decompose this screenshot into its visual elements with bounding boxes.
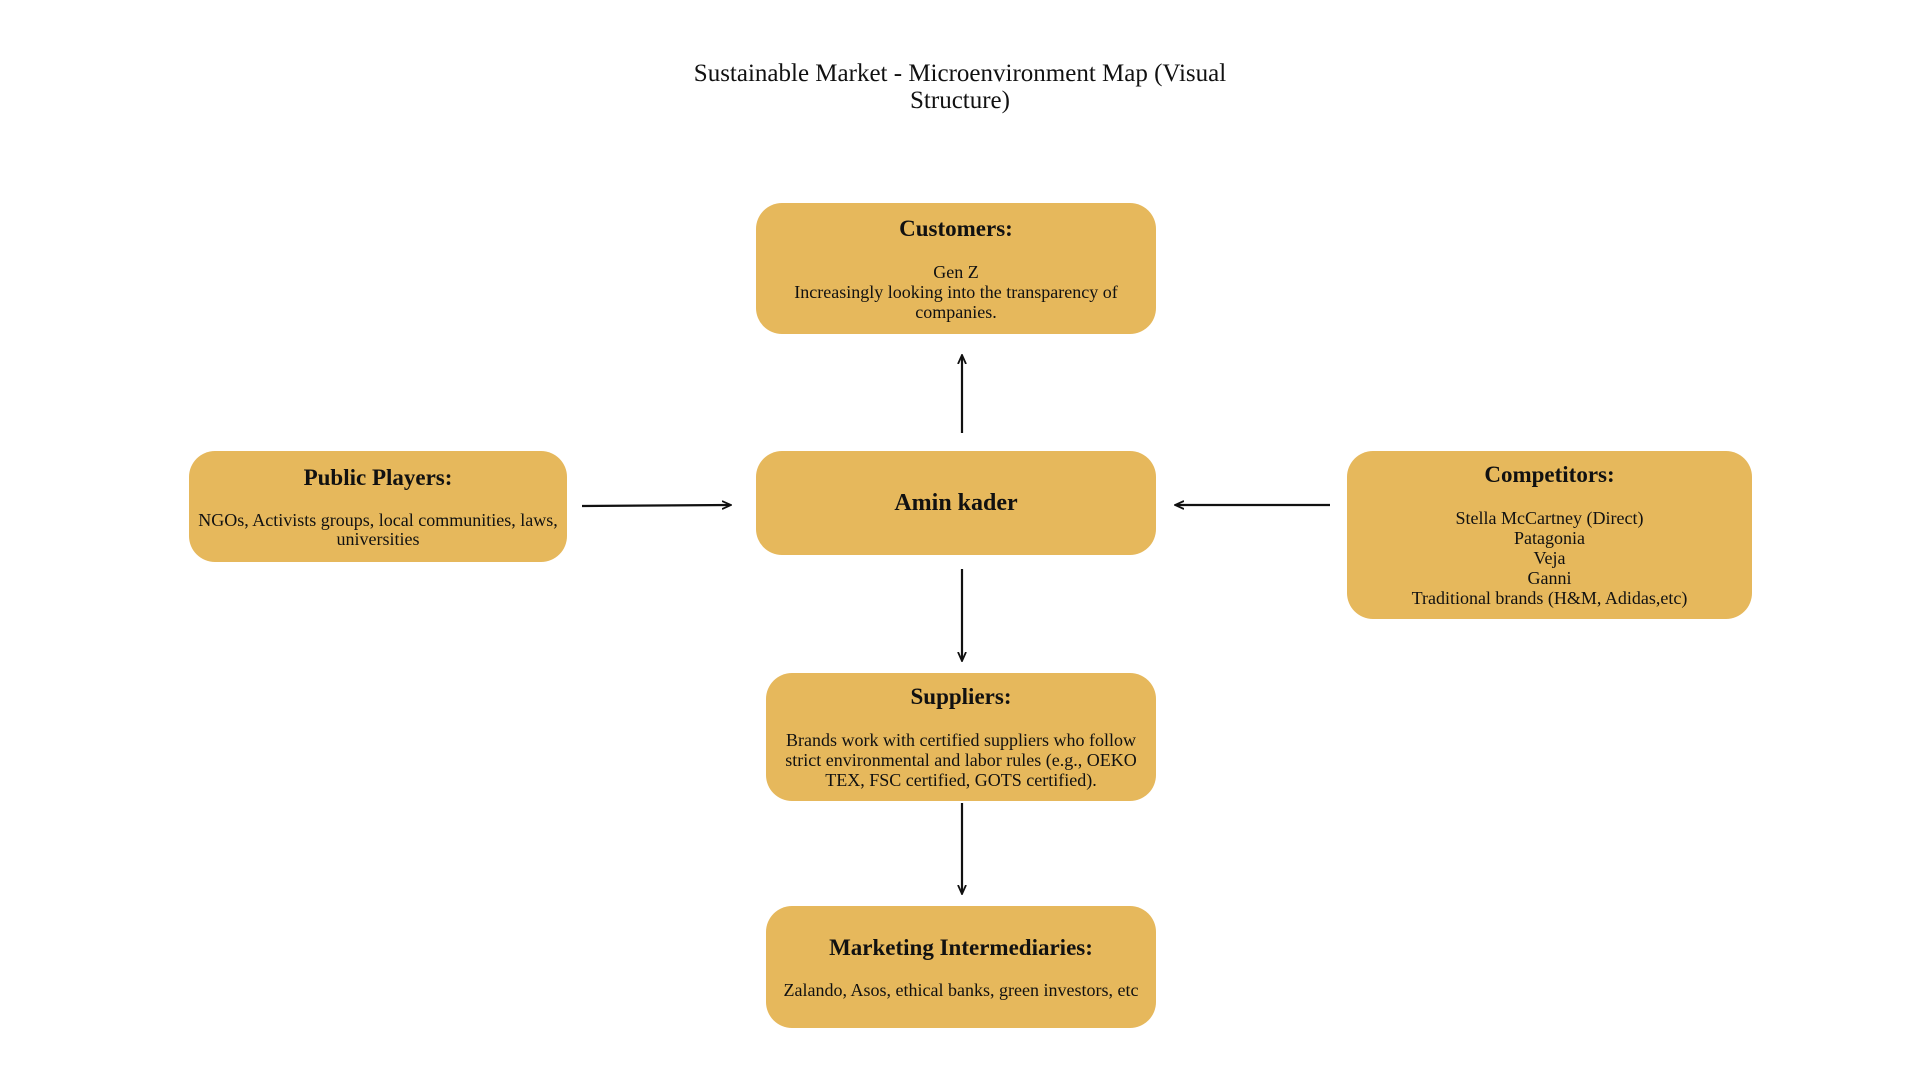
diagram-title: Sustainable Market - Microenvironment Ma…: [693, 60, 1227, 114]
customers-line: Gen Z: [933, 261, 979, 282]
public-players-line: NGOs, Activists groups, local communitie…: [198, 509, 558, 549]
competitor-item: Ganni: [1527, 568, 1572, 588]
marketing-intermediaries-line: Zalando, Asos, ethical banks, green inve…: [783, 979, 1139, 1000]
marketing-intermediaries-heading: Marketing Intermediaries:: [829, 934, 1093, 960]
competitors-list: Stella McCartney (Direct) Patagonia Veja…: [1412, 508, 1688, 608]
public-players-heading: Public Players:: [303, 464, 453, 490]
competitor-item: Patagonia: [1514, 528, 1585, 548]
competitors-box: Competitors: Stella McCartney (Direct) P…: [1347, 451, 1752, 619]
customers-description: Gen Z Increasingly looking into the tran…: [764, 262, 1148, 322]
marketing-intermediaries-description: Zalando, Asos, ethical banks, green inve…: [783, 979, 1139, 1000]
marketing-intermediaries-box: Marketing Intermediaries: Zalando, Asos,…: [766, 906, 1156, 1028]
suppliers-heading: Suppliers:: [910, 684, 1012, 709]
competitor-item: Veja: [1533, 548, 1566, 568]
customers-box: Customers: Gen Z Increasingly looking in…: [756, 203, 1156, 334]
arrow-public-to-center: [581, 505, 730, 506]
suppliers-description: Brands work with certified suppliers who…: [774, 730, 1148, 790]
competitors-heading: Competitors:: [1484, 462, 1615, 487]
public-players-description: NGOs, Activists groups, local communitie…: [197, 509, 559, 549]
suppliers-box: Suppliers: Brands work with certified su…: [766, 673, 1156, 801]
customers-heading: Customers:: [899, 215, 1013, 241]
competitor-item: Traditional brands (H&M, Adidas,etc): [1411, 588, 1688, 608]
customers-line: Increasingly looking into the transparen…: [794, 281, 1118, 322]
competitor-item: Stella McCartney (Direct): [1455, 508, 1644, 528]
center-node-label: Amin kader: [894, 489, 1018, 516]
public-players-box: Public Players: NGOs, Activists groups, …: [189, 451, 567, 562]
suppliers-line: Brands work with certified suppliers who…: [785, 730, 1137, 790]
center-node-box: Amin kader: [756, 451, 1156, 555]
